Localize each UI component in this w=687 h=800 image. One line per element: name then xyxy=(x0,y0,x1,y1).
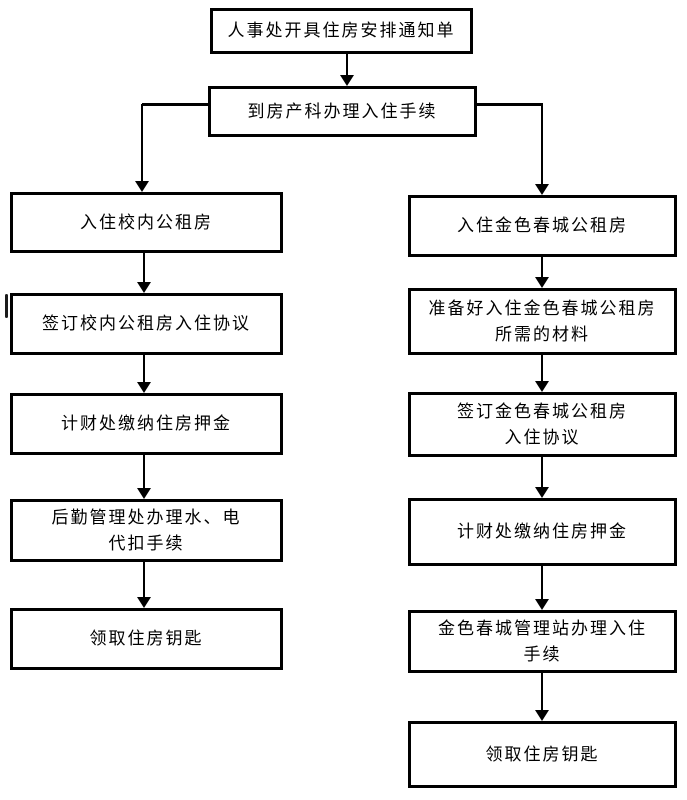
arrow-down-notice-to-checkin xyxy=(340,53,354,86)
flow-node-label: 入住校内公租房 xyxy=(80,212,213,232)
flow-node-gsc-deposit: 计财处缴纳住房押金 xyxy=(408,498,677,566)
flow-node-gsc-station: 金色春城管理站办理入住 手续 xyxy=(408,610,677,673)
arrow-down-gsc-4 xyxy=(535,566,549,610)
flow-node-checkin: 到房产科办理入住手续 xyxy=(208,86,477,137)
arrow-down-campus-1 xyxy=(137,253,151,293)
arrow-down-branch-right xyxy=(535,104,549,195)
flow-node-label-line1: 后勤管理处办理水、电 xyxy=(51,507,242,527)
arrow-down-gsc-1 xyxy=(535,257,549,288)
flow-node-campus-utilities: 后勤管理处办理水、电 代扣手续 xyxy=(10,499,283,562)
arrow-down-gsc-3 xyxy=(535,457,549,498)
flow-node-label-line2: 所需的材料 xyxy=(495,324,590,344)
arrow-down-gsc-2 xyxy=(535,355,549,392)
arrow-down-branch-left xyxy=(135,104,149,192)
flow-node-label: 领取住房钥匙 xyxy=(89,629,204,648)
arrow-down-gsc-5 xyxy=(535,673,549,721)
flow-node-label-line1: 签订金色春城公租房 xyxy=(457,401,628,421)
flow-node-notice: 人事处开具住房安排通知单 xyxy=(210,8,473,54)
flow-node-gsc-keys: 领取住房钥匙 xyxy=(408,721,677,788)
connector-branch-left-horizontal xyxy=(142,103,208,106)
flow-node-gsc-agreement: 签订金色春城公租房 入住协议 xyxy=(408,392,677,457)
arrow-down-campus-4 xyxy=(137,562,151,608)
flow-node-label: 人事处开具住房安排通知单 xyxy=(227,21,456,40)
connector-branch-right-horizontal xyxy=(477,103,543,106)
flow-node-label-line1: 准备好入住金色春城公租房 xyxy=(428,298,657,318)
flow-node-label: 入住金色春城公租房 xyxy=(457,216,628,235)
flow-node-label-line2: 入住协议 xyxy=(504,427,581,447)
flow-node-label-line2: 手续 xyxy=(523,644,562,664)
flow-node-label-line1: 金色春城管理站办理入住 xyxy=(438,618,647,638)
flow-node-campus-agreement: 签订校内公租房入住协议 xyxy=(10,293,283,355)
flow-node-label: 领取住房钥匙 xyxy=(485,744,600,764)
flow-node-label: 计财处缴纳住房押金 xyxy=(457,522,628,541)
flow-node-gsc-movein: 入住金色春城公租房 xyxy=(408,195,677,257)
flow-node-campus-keys: 领取住房钥匙 xyxy=(10,608,283,670)
flow-node-label: 签订校内公租房入住协议 xyxy=(42,314,251,333)
flow-node-campus-deposit: 计财处缴纳住房押金 xyxy=(10,393,283,455)
stray-mark xyxy=(5,294,8,318)
flow-node-gsc-materials: 准备好入住金色春城公租房 所需的材料 xyxy=(408,288,677,355)
flow-node-label: 到房产科办理入住手续 xyxy=(247,101,438,121)
flow-node-label: 计财处缴纳住房押金 xyxy=(61,414,232,433)
flow-node-campus-movein: 入住校内公租房 xyxy=(10,192,283,253)
flow-node-label-line2: 代扣手续 xyxy=(108,533,185,553)
arrow-down-campus-2 xyxy=(137,355,151,393)
arrow-down-campus-3 xyxy=(137,455,151,499)
